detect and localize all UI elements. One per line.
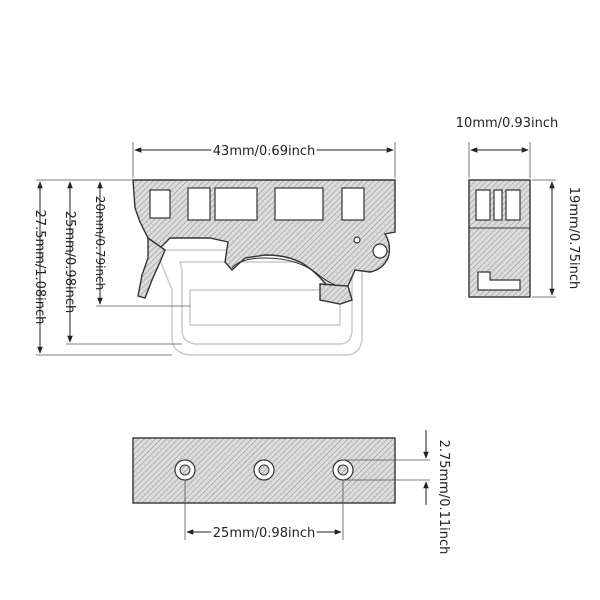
front-view bbox=[132, 179, 396, 356]
front-view-slot-1 bbox=[187, 187, 211, 221]
hole-spacing-label: 25mm/0.98inch bbox=[213, 526, 315, 541]
height-inner-label: 20mm/0.79inch bbox=[93, 196, 107, 291]
front-view-hole bbox=[372, 243, 388, 259]
front-width-label: 43mm/0.69inch bbox=[213, 144, 315, 159]
dim-hole-spacing: 25mm/0.98inch bbox=[184, 480, 344, 544]
top-view-hole-right bbox=[332, 459, 354, 481]
side-width-label: 10mm/0.93inch bbox=[456, 116, 558, 131]
hole-diameter-label: 2.75mm/0.11inch bbox=[436, 440, 451, 555]
dim-front-heights: 27.5mm/1.08inch 25mm/0.98inch 20mm/0.79i… bbox=[32, 179, 190, 356]
front-view-ghost-outline-inner-2 bbox=[189, 289, 341, 326]
front-view-slot-3 bbox=[274, 187, 324, 221]
dim-side-width: 10mm/0.93inch bbox=[456, 116, 558, 178]
top-view-hole-left bbox=[174, 459, 196, 481]
side-view-foot bbox=[477, 271, 521, 291]
side-height-label: 19mm/0.75inch bbox=[566, 187, 581, 289]
top-view-hole-middle bbox=[253, 459, 275, 481]
dim-hole-diameter: 2.75mm/0.11inch bbox=[343, 430, 451, 554]
top-view bbox=[132, 437, 396, 504]
front-view-rail-foot bbox=[319, 283, 353, 305]
front-view-hole-small bbox=[353, 236, 361, 244]
front-view-left-clip bbox=[137, 236, 166, 299]
dim-side-height: 19mm/0.75inch bbox=[532, 179, 581, 298]
front-view-slot-2 bbox=[214, 187, 258, 221]
side-view-slot-1 bbox=[475, 189, 491, 221]
front-view-slot-4 bbox=[341, 187, 365, 221]
side-view-slot-3 bbox=[505, 189, 521, 221]
side-view-slot-2 bbox=[493, 189, 503, 221]
height-outer-label: 27.5mm/1.08inch bbox=[32, 210, 47, 325]
front-view-slot-5 bbox=[149, 189, 171, 219]
side-view bbox=[468, 179, 531, 298]
dim-front-width: 43mm/0.69inch bbox=[132, 142, 396, 178]
front-view-channel bbox=[231, 257, 346, 289]
height-middle-label: 25mm/0.98inch bbox=[62, 211, 77, 313]
